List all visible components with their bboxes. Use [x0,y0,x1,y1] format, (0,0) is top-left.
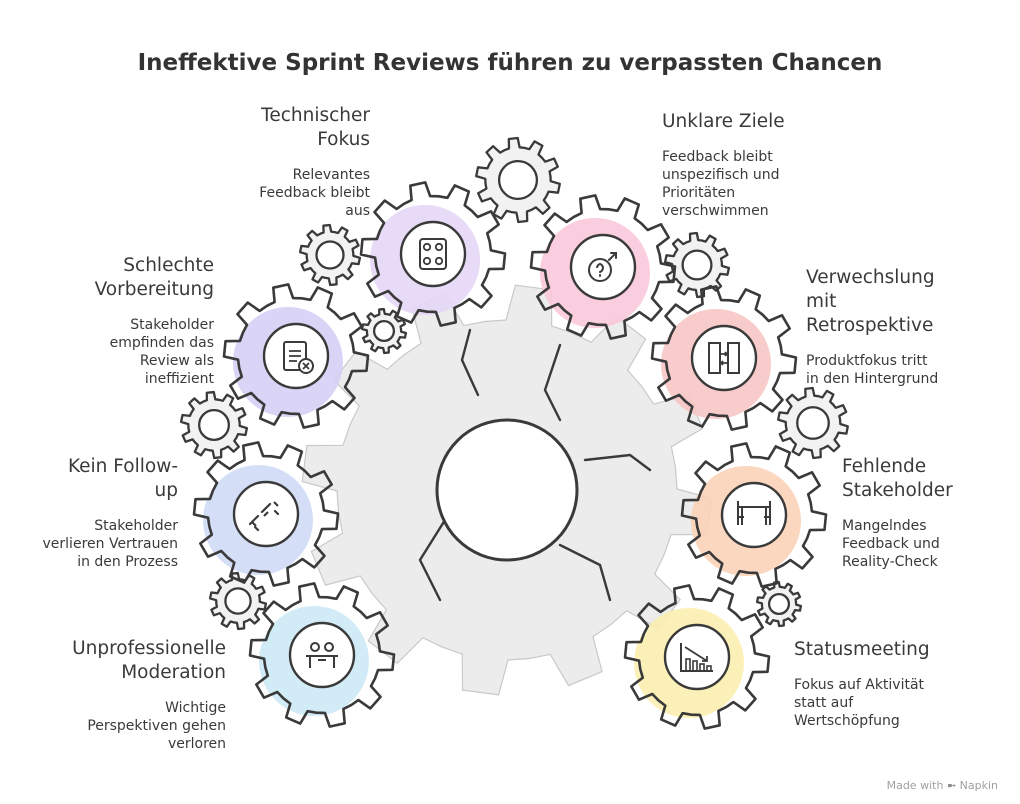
label-kein-follow-up: Kein Follow- up Stakeholder verlieren Ve… [0,455,178,571]
label-schlechte-vorbereitung: Schlechte Vorbereitung Stakeholder empfi… [14,254,214,388]
heading-unprofessionelle-moderation: Unprofessionelle Moderation [72,638,226,683]
desc-kein-follow-up: Stakeholder verlieren Vertrauen in den P… [42,518,178,570]
label-unklare-ziele: Unklare Ziele Feedback bleibt unspezifis… [662,110,862,220]
gear-hub-verwechslung [690,324,758,392]
label-unprofessionelle-moderation: Unprofessionelle Moderation Wichtige Per… [26,637,226,753]
gear-fehlende-stakeholder [680,442,828,588]
circuit-board-icon [419,238,447,270]
gear-statusmeeting [623,584,771,730]
small-gear-hub-5 [197,408,230,441]
page-title: Ineffektive Sprint Reviews führen zu ver… [137,50,883,76]
gear-hub-technischer-fokus [399,220,467,288]
gear-outline-fehlende-stakeholder [680,442,828,588]
heading-statusmeeting: Statusmeeting [794,639,930,660]
footer-text: Made with [886,779,944,792]
gear-outline-statusmeeting [623,584,771,730]
heading-technischer-fokus: Technischer Fokus [261,105,370,150]
gear-crack-lines [418,328,652,602]
desc-unprofessionelle-moderation: Wichtige Perspektiven gehen verloren [87,700,226,752]
gear-verwechslung [650,285,798,431]
desc-technischer-fokus: Relevantes Feedback bleibt aus [259,167,370,219]
broken-chain-icon [248,501,280,532]
gear-kein-follow-up [192,441,340,587]
label-fehlende-stakeholder: Fehlende Stakeholder Mangelndes Feedback… [842,455,1020,571]
gear-outline-kein-follow-up [192,441,340,587]
gear-outline-unklare-ziele [529,194,677,340]
declining-chart-icon [680,643,713,672]
gear-outline-verwechslung [650,285,798,431]
desc-unklare-ziele: Feedback bleibt unspezifisch und Priorit… [662,149,780,219]
gear-schlechte-vorbereitung [222,283,370,429]
gear-unprofessionelle-moderation [248,582,396,728]
small-gear-hub-7 [224,587,252,615]
heading-kein-follow-up: Kein Follow- up [67,456,178,501]
gear-outline-schlechte-vorbereitung [222,283,370,429]
swap-panels-icon [708,342,740,374]
heading-schlechte-vorbereitung: Schlechte Vorbereitung [94,255,214,300]
central-gear-hub [435,418,579,562]
clipboard-x-icon [283,341,314,374]
small-gear-hub-8 [767,592,791,616]
desc-schlechte-vorbereitung: Stakeholder empfinden das Review als ine… [109,317,214,387]
heading-fehlende-stakeholder: Fehlende Stakeholder [842,456,953,501]
footer-brand: Napkin [959,779,998,792]
label-statusmeeting: Statusmeeting Fokus auf Aktivität statt … [794,638,994,730]
small-gear-hub-3 [681,249,713,281]
meeting-people-icon [306,642,338,668]
heading-unklare-ziele: Unklare Ziele [662,111,785,132]
desc-verwechslung: Produktfokus tritt in den Hintergrund [806,353,939,387]
gear-unklare-ziele [529,194,677,340]
small-gear-hub-1 [497,159,539,201]
gear-outline-unprofessionelle-moderation [248,582,396,728]
napkin-logo-icon: ➼ [946,779,957,792]
label-verwechslung: Verwechslung mit Retrospektive Produktfo… [806,266,1006,388]
empty-table-icon [737,501,771,525]
gear-hub-fehlende-stakeholder [720,481,788,549]
small-gear-hub-4 [372,319,396,343]
gear-technischer-fokus [359,181,507,327]
footer-credit: Made with ➼ Napkin [887,779,998,792]
gear-hub-statusmeeting [663,623,731,691]
small-gear-hub-2 [315,240,345,270]
label-technischer-fokus: Technischer Fokus Relevantes Feedback bl… [170,104,370,220]
small-gear-hub-6 [796,406,830,440]
desc-statusmeeting: Fokus auf Aktivität statt auf Wertschöpf… [794,677,925,729]
desc-fehlende-stakeholder: Mangelndes Feedback und Reality-Check [842,518,940,570]
question-arrow-icon [588,252,617,282]
heading-verwechslung: Verwechslung mit Retrospektive [806,267,935,336]
gear-outline-technischer-fokus [359,181,507,327]
